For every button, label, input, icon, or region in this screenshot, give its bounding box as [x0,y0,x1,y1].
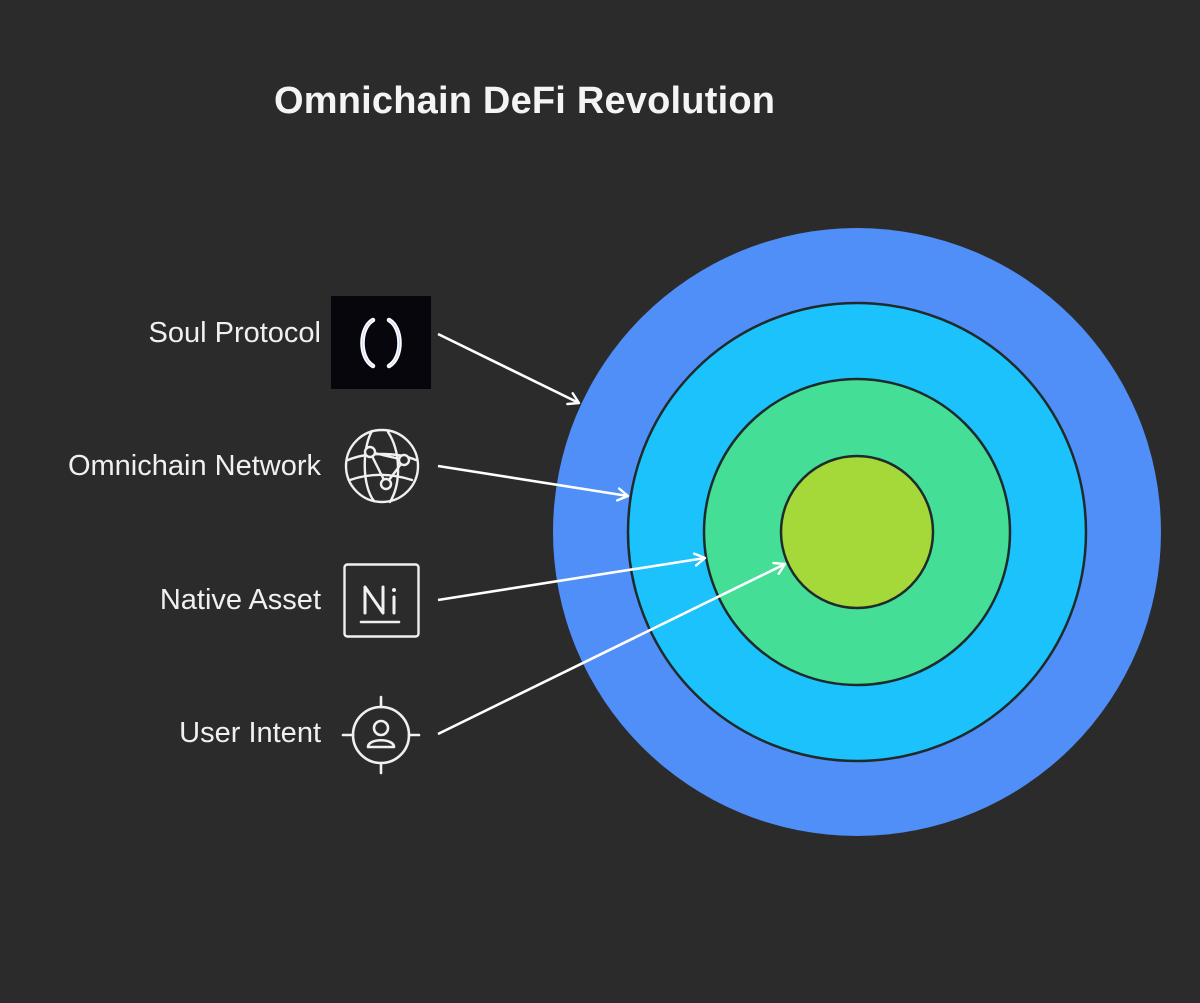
arrow-user-intent [437,561,787,736]
label-soul-protocol: Soul Protocol [148,317,322,349]
globe-network-icon [344,428,420,504]
label-native-asset: Native Asset [159,584,321,616]
native-asset-ni-icon [343,563,420,638]
user-target-icon [341,695,421,775]
arrow-omnichain-network [437,464,630,502]
arrow-soul-protocol [437,332,581,406]
soul-protocol-logo-icon [331,296,431,389]
label-user-intent: User Intent [179,717,321,749]
arrow-native-asset [437,552,707,602]
label-omnichain-network: Omnichain Network [67,450,321,482]
diagram-title: Omnichain DeFi Revolution [274,80,776,122]
ring-user-intent [779,454,935,610]
